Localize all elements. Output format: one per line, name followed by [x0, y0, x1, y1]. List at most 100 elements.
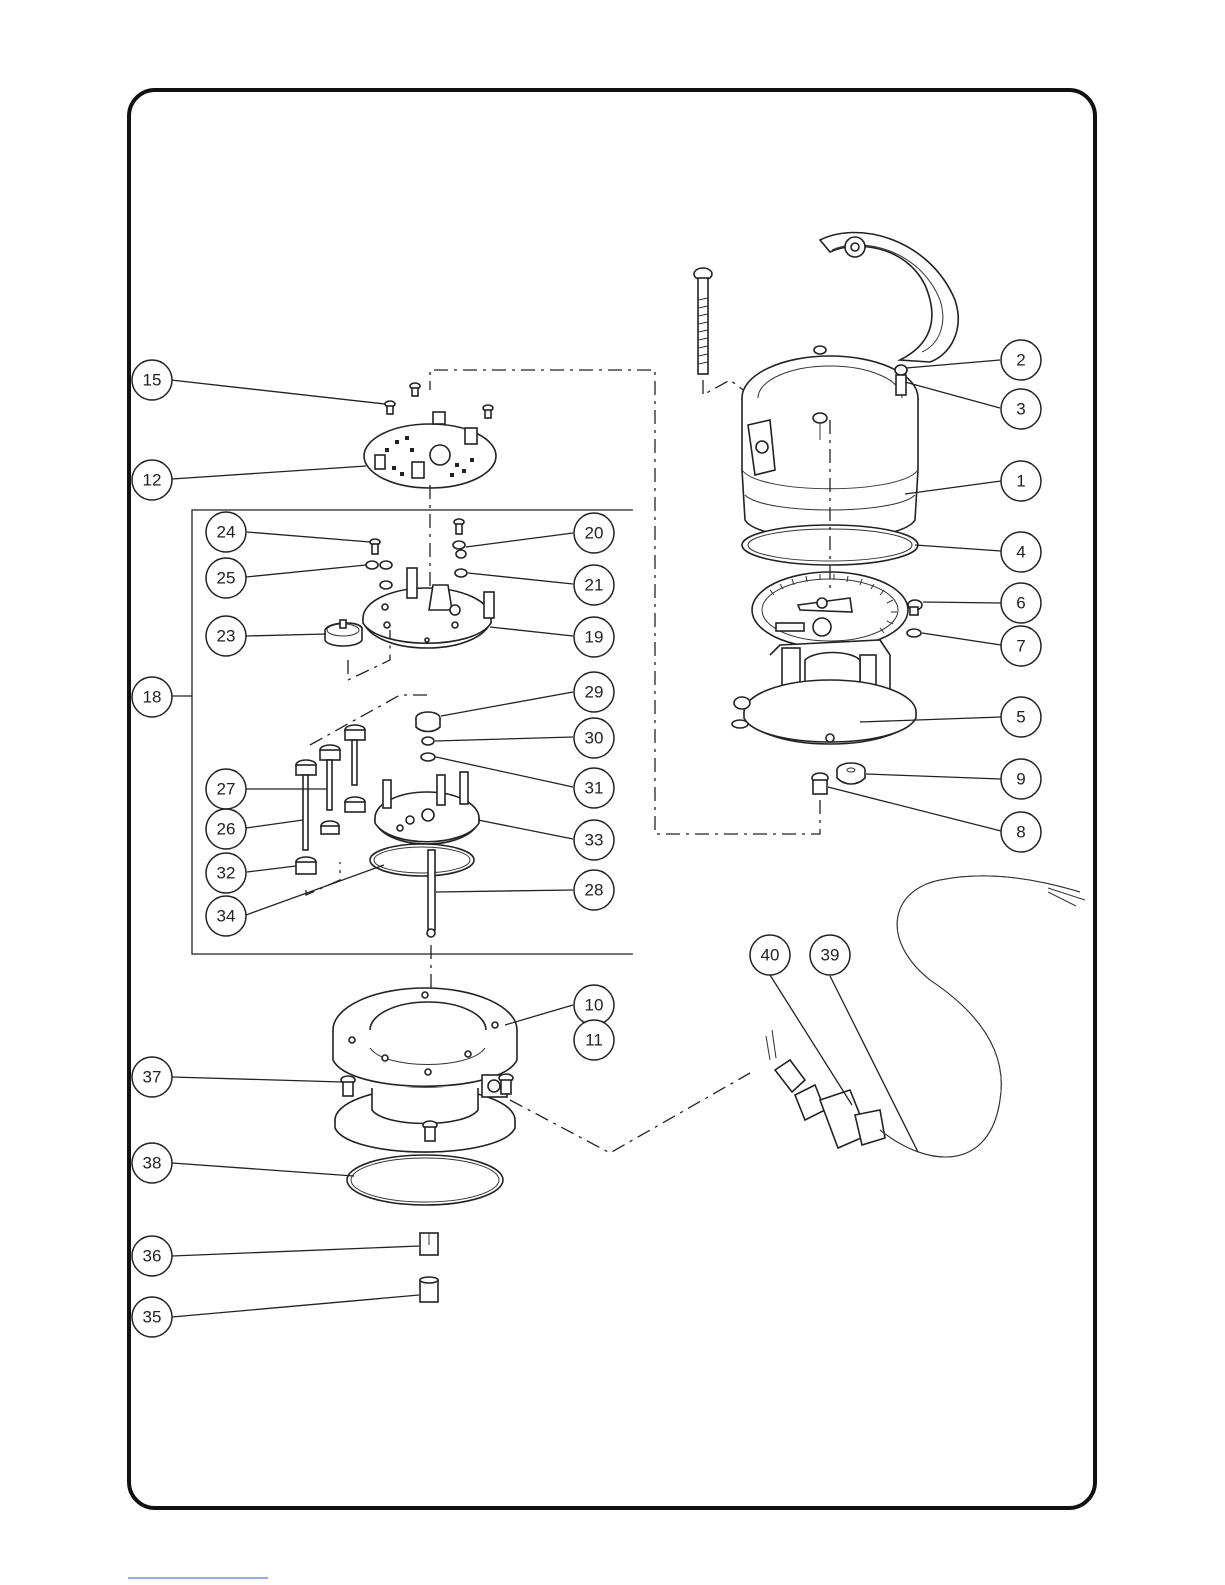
callout-37: 37 — [132, 1057, 172, 1097]
callout-21: 21 — [574, 565, 614, 605]
svg-text:12: 12 — [143, 471, 162, 490]
callout-28: 28 — [574, 870, 614, 910]
callout-40: 40 — [750, 935, 790, 975]
callout-3: 3 — [1001, 389, 1041, 429]
svg-text:18: 18 — [143, 688, 162, 707]
svg-text:32: 32 — [217, 864, 236, 883]
callout-29: 29 — [574, 672, 614, 712]
svg-text:24: 24 — [217, 523, 236, 542]
adapter-screw-right — [499, 1074, 513, 1094]
mechanism-base-plate — [732, 640, 916, 744]
svg-text:10: 10 — [585, 996, 604, 1015]
screw-6 — [908, 600, 922, 615]
svg-text:34: 34 — [217, 907, 236, 926]
svg-text:36: 36 — [143, 1247, 162, 1266]
screw-20 — [454, 519, 464, 534]
gear-8 — [812, 773, 828, 794]
callout-39: 39 — [810, 935, 850, 975]
callout-2: 2 — [1001, 340, 1041, 380]
long-bolt — [694, 268, 712, 374]
callout-19: 19 — [574, 617, 614, 657]
callout-11: 11 — [574, 1020, 614, 1060]
gear-9 — [837, 763, 865, 784]
flange-10 — [333, 988, 517, 1086]
callout-6: 6 — [1001, 583, 1041, 623]
svg-text:25: 25 — [217, 569, 236, 588]
callout-15: 15 — [132, 360, 172, 400]
svg-text:37: 37 — [143, 1068, 162, 1087]
upper-plate-19 — [363, 568, 494, 648]
pcb-screw-top — [410, 383, 420, 396]
o-ring-38 — [347, 1155, 503, 1205]
svg-text:15: 15 — [143, 371, 162, 390]
cable-gland — [766, 1030, 885, 1148]
callout-31: 31 — [574, 768, 614, 808]
callout-1: 1 — [1001, 461, 1041, 501]
hinged-lid — [820, 233, 958, 363]
pcb-screw-left — [385, 401, 395, 414]
svg-text:4: 4 — [1016, 543, 1025, 562]
svg-text:30: 30 — [585, 729, 604, 748]
callout-8: 8 — [1001, 812, 1041, 852]
svg-text:29: 29 — [585, 683, 604, 702]
svg-text:38: 38 — [143, 1154, 162, 1173]
shaft-26 — [303, 775, 308, 850]
svg-text:39: 39 — [821, 946, 840, 965]
gear-train — [296, 725, 365, 874]
callout-12: 12 — [132, 460, 172, 500]
pcb-screw-right — [483, 405, 493, 418]
svg-text:9: 9 — [1016, 770, 1025, 789]
svg-text:33: 33 — [585, 831, 604, 850]
svg-text:26: 26 — [217, 820, 236, 839]
callout-20: 20 — [574, 513, 614, 553]
coupling-35 — [420, 1277, 438, 1302]
coupling-36 — [420, 1233, 438, 1255]
svg-text:28: 28 — [585, 881, 604, 900]
svg-text:23: 23 — [217, 627, 236, 646]
callout-38: 38 — [132, 1143, 172, 1183]
callout-23: 23 — [206, 616, 246, 656]
svg-text:11: 11 — [585, 1031, 603, 1050]
svg-text:8: 8 — [1016, 823, 1025, 842]
dial-face — [752, 572, 908, 648]
shaft-28 — [427, 850, 435, 937]
svg-text:35: 35 — [143, 1308, 162, 1327]
svg-text:20: 20 — [585, 524, 604, 543]
svg-text:7: 7 — [1016, 637, 1025, 656]
circuit-board — [364, 383, 496, 488]
svg-text:19: 19 — [585, 628, 604, 647]
callout-18: 18 — [132, 677, 172, 717]
callout-27: 27 — [206, 769, 246, 809]
callout-35: 35 — [132, 1297, 172, 1337]
svg-text:31: 31 — [585, 779, 604, 798]
housing-assembly — [430, 233, 958, 835]
callout-30: 30 — [574, 718, 614, 758]
callout-25: 25 — [206, 558, 246, 598]
cable-39 — [880, 876, 1080, 1157]
callout-9: 9 — [1001, 759, 1041, 799]
lower-plate-33 — [375, 772, 479, 844]
callout-10: 10 — [574, 985, 614, 1025]
callout-36: 36 — [132, 1236, 172, 1276]
svg-text:27: 27 — [217, 780, 236, 799]
gasket-34 — [370, 844, 474, 876]
gear-29 — [416, 712, 440, 732]
callout-33: 33 — [574, 820, 614, 860]
svg-text:6: 6 — [1016, 594, 1025, 613]
callout-26: 26 — [206, 809, 246, 849]
svg-text:21: 21 — [585, 576, 604, 595]
callout-34: 34 — [206, 896, 246, 936]
callout-7: 7 — [1001, 626, 1041, 666]
washer-25 — [366, 561, 378, 569]
svg-text:3: 3 — [1016, 400, 1025, 419]
washer-21 — [455, 569, 467, 577]
screw-37 — [341, 1076, 355, 1096]
washer-30 — [422, 737, 434, 745]
svg-text:1: 1 — [1016, 472, 1025, 491]
callout-32: 32 — [206, 853, 246, 893]
adapter-screw-center — [423, 1121, 437, 1141]
callout-4: 4 — [1001, 532, 1041, 572]
washer-31 — [421, 753, 435, 761]
svg-text:40: 40 — [761, 946, 780, 965]
